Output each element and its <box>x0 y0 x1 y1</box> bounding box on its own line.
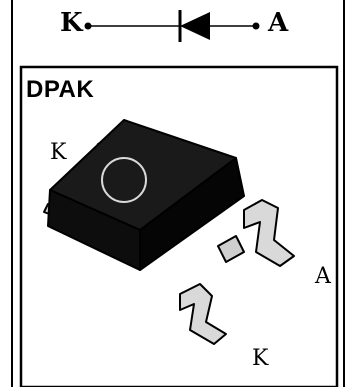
ejector-mark <box>101 157 147 203</box>
diode-cathode-label: K <box>60 8 83 38</box>
package-anode-pin-label: A <box>315 264 331 289</box>
diode-symbol <box>84 10 260 42</box>
lead-cathode <box>179 283 227 345</box>
package-cathode-pin-label: K <box>252 346 269 371</box>
lead-middle-stub <box>217 235 245 263</box>
anode-triangle <box>180 12 210 40</box>
package-cathode-tab-label: K <box>50 140 67 165</box>
lead-anode <box>243 199 295 267</box>
anode-terminal-dot <box>252 22 260 30</box>
diode-anode-label: A <box>268 8 289 38</box>
package-box <box>19 65 339 387</box>
package-body-side <box>139 157 245 271</box>
package-title: DPAK <box>26 76 95 103</box>
dpak-package-drawing <box>43 119 295 345</box>
